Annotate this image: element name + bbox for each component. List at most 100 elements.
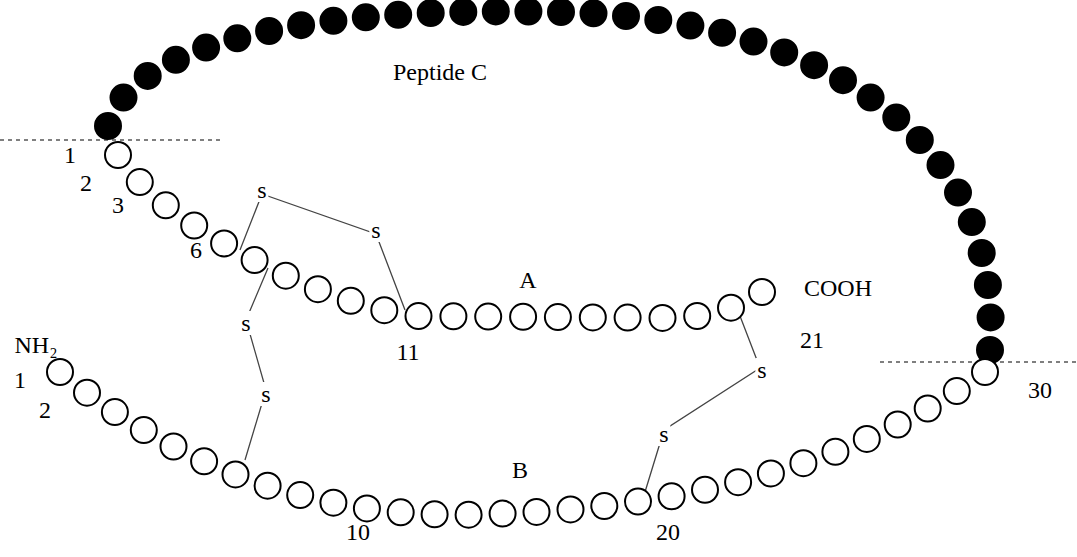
residue-bead [613,3,639,29]
residue-bead [515,0,541,25]
cleavage-lines [0,140,1077,362]
residue-bead [581,0,607,26]
residue-bead [223,461,249,487]
residue-bead [907,127,933,153]
residue-bead [659,483,685,509]
sulfur-label: s [239,311,252,335]
residue-bead [47,359,73,385]
residue-bead [822,439,848,465]
sulfur-label: s [657,422,670,446]
residue-bead [858,85,884,111]
residue-bead [718,295,744,321]
chain-label: NH₂ [14,333,57,357]
callout-number: 11 [396,340,419,364]
residue-bead [256,18,282,44]
peptide-label: Peptide C [393,60,487,84]
callout-number: 20 [656,520,680,544]
residue-bead [483,0,509,24]
residue-bead [801,52,827,78]
residue-bead [975,272,1001,298]
disulfide-bonds [240,194,760,492]
residue-bead [510,304,536,330]
residue-bead [915,396,941,422]
residue-bead [475,304,501,330]
residue-bead [305,276,331,302]
residue-bead [885,412,911,438]
residue-bead [725,469,751,495]
residue-bead [320,8,346,34]
sulfur-label: s [755,358,768,382]
residue-bead [972,359,998,385]
residue-bead [163,47,189,73]
residue-bead [591,493,617,519]
residue-bead [945,180,971,206]
residue-bead [944,378,970,404]
residue-bead [95,113,121,139]
callout-number: 2 [80,171,92,195]
residue-bead [456,502,482,528]
residue-bead [111,85,137,111]
residue-bead [790,450,816,476]
residue-bead [580,304,606,330]
callout-number: 30 [1028,378,1052,402]
residue-bead [650,305,676,331]
residue-bead [625,489,651,515]
disulfide-bond [240,194,405,310]
chain-label: A [519,268,536,292]
residue-bead [418,0,444,26]
residue-bead [385,2,411,28]
sulfur-label: s [259,382,272,406]
sulfur-label: s [255,178,268,202]
residue-bead [684,303,710,329]
callout-number: 6 [190,238,202,262]
chain-label: COOH [804,276,872,300]
residue-bead [224,25,250,51]
chain-label: B [512,458,528,482]
residue-bead [830,67,856,93]
residue-bead [371,297,397,323]
residue-bead [548,0,574,25]
residue-bead [131,417,157,443]
callout-number: 10 [346,520,370,544]
residue-bead [615,305,641,331]
callout-number: 21 [800,328,824,352]
residue-bead [440,303,466,329]
residue-bead [181,213,207,239]
residue-bead [558,496,584,522]
disulfide-bond [245,268,268,460]
residue-bead [928,152,954,178]
residue-bead [102,399,128,425]
residue-bead [883,105,909,131]
residue-bead [969,240,995,266]
residue-bead [749,279,775,305]
residue-bead [692,477,718,503]
residue-bead [338,288,364,314]
residue-bead [959,209,985,235]
residue-bead [645,7,671,33]
callout-number: 2 [39,398,51,422]
residue-bead [709,20,735,46]
residue-bead [353,4,379,30]
residue-bead [406,303,432,329]
sulfur-label: s [369,218,382,242]
residue-bead [741,29,767,55]
residue-chains [47,0,1004,528]
residue-bead [127,169,153,195]
disulfide-bond [645,303,760,492]
callout-number: 1 [64,143,76,167]
residue-bead [422,501,448,527]
residue-bead [677,13,703,39]
residue-bead [545,304,571,330]
residue-bead [758,460,784,486]
residue-bead [490,501,516,527]
residue-bead [450,0,476,25]
residue-bead [320,490,346,516]
residue-bead [161,434,187,460]
residue-bead [287,482,313,508]
callout-number: 1 [14,368,26,392]
residue-bead [191,448,217,474]
residue-bead [193,35,219,61]
residue-bead [255,473,281,499]
